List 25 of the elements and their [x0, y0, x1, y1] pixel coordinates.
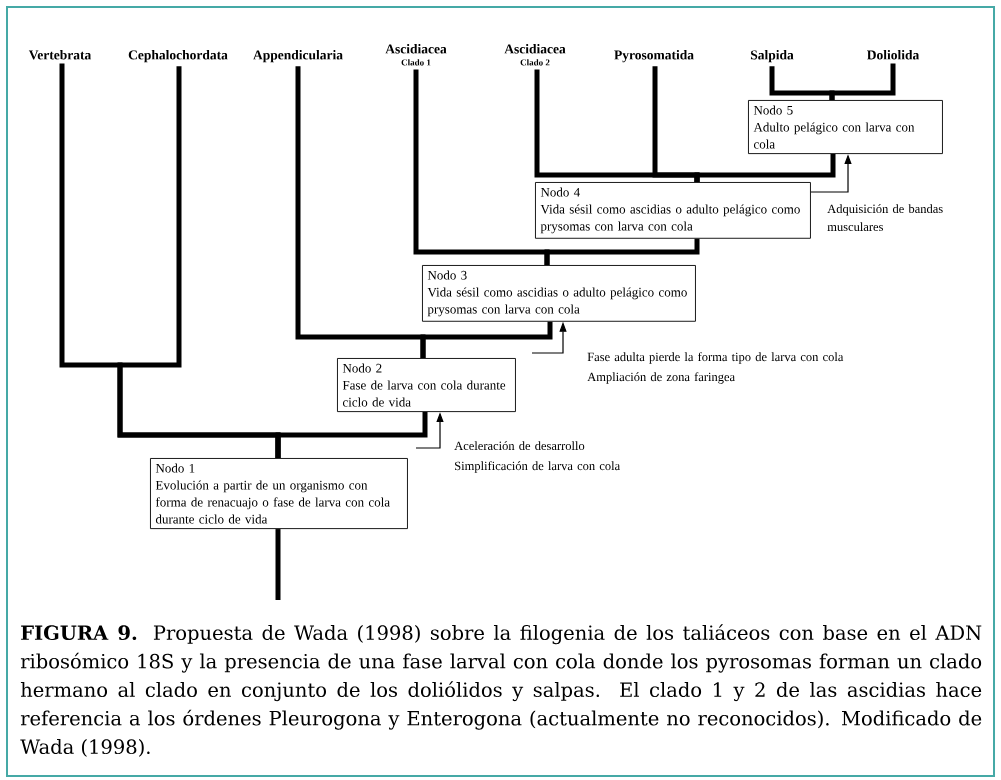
taxon-label: Ascidiacea Clado 2: [504, 44, 566, 66]
taxon-label: Salpida: [750, 50, 794, 63]
branch-line: [829, 63, 896, 100]
node-box: Nodo 2 Fase de larva con cola durante ciclo de vida: [337, 358, 516, 413]
branch-line: [275, 529, 281, 600]
branch-line: [652, 66, 700, 182]
taxon-label: Appendicularia: [253, 50, 343, 63]
annotation-text: Fase adulta pierde la forma tipo de larva con cola: [587, 352, 844, 364]
branch-line: [295, 66, 426, 358]
annotation-text: Aceleración de desarrollo: [454, 441, 585, 450]
caption: FIGURA 9. Propuesta de Wada (1998) sobre la filogenia de los taliáceos con base en el ADN ribosómico 18S y la presencia de una fase larval con cola donde los pyrosomas forman un clado hermano al clado en conjunto de los doliólidos y salpas. El clado 1 y 2 de las ascidias hace referencia a los órdenes Pleurogona y Enterogona (actualmente no reconocidos). Modificado de Wada (1998).: [20, 624, 982, 757]
node-box: Nodo 4 Vida sésil como ascidias o adulto pelágico como prysomas con larva con cola: [535, 182, 811, 239]
branch-line: [413, 69, 550, 265]
branch-line: [117, 66, 281, 458]
node-box: Nodo 1 Evolución a partir de un organismo con forma de renacuajo o fase de larva con cola durante ciclo de vida: [150, 458, 408, 530]
annotation-text: Ampliación de zona faringea: [587, 372, 735, 384]
node-box: Nodo 3 Vida sésil como ascidias o adulto pelágico como prysomas con larva con cola: [422, 265, 696, 322]
taxon-label: Vertebrata: [28, 50, 92, 60]
taxon-label: Pyrosomatida: [614, 50, 694, 63]
annotation-text: Adquisición de bandas musculares: [827, 204, 943, 231]
taxon-label: Doliolida: [867, 50, 920, 60]
taxon-label: Cephalochordata: [128, 50, 228, 63]
taxon-label: Ascidiacea Clado 1: [385, 44, 447, 66]
annotation-text: Simplificación de larva con cola: [455, 461, 620, 473]
node-box: Nodo 5 Adulto pelágico con larva con cola: [748, 100, 943, 155]
